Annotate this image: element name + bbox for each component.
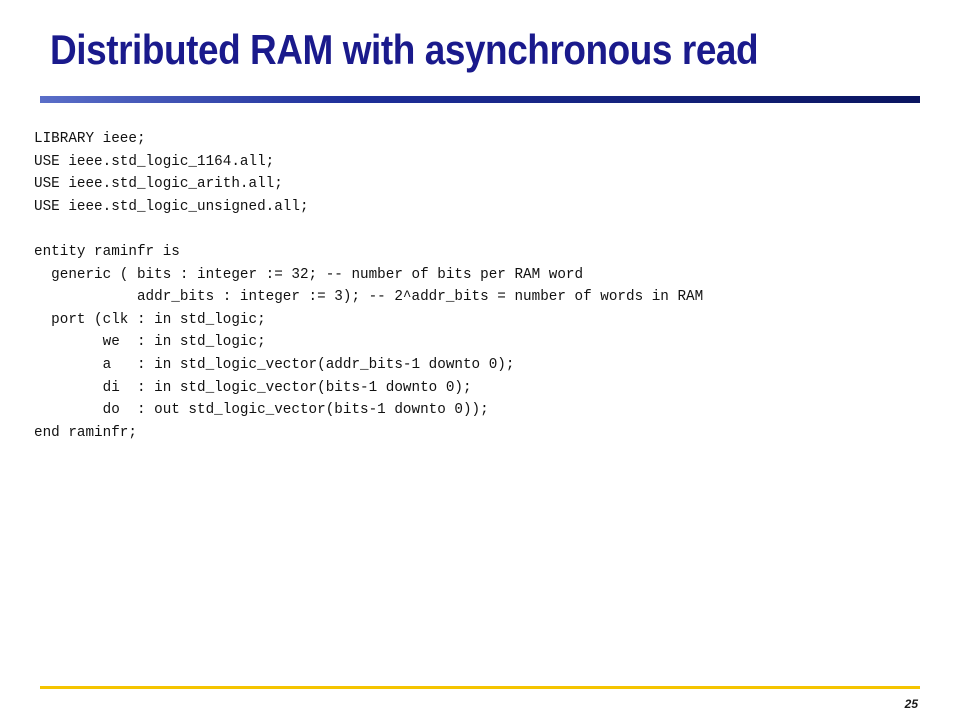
code-line: USE ieee.std_logic_arith.all; bbox=[34, 176, 283, 193]
code-line: di : in std_logic_vector(bits-1 downto 0… bbox=[34, 379, 472, 396]
code-line: we : in std_logic; bbox=[34, 334, 266, 351]
code-line: USE ieee.std_logic_unsigned.all; bbox=[34, 198, 309, 215]
code-line: USE ieee.std_logic_1164.all; bbox=[34, 153, 275, 170]
title-underline-rule bbox=[40, 96, 920, 103]
code-line: end raminfr; bbox=[34, 424, 137, 441]
footer-rule bbox=[40, 686, 920, 689]
code-line bbox=[34, 218, 703, 241]
code-line: do : out std_logic_vector(bits-1 downto … bbox=[34, 402, 489, 419]
code-line: LIBRARY ieee; bbox=[34, 131, 146, 147]
slide-title: Distributed RAM with asynchronous read bbox=[50, 26, 759, 73]
code-line: addr_bits : integer := 3); -- 2^addr_bit… bbox=[34, 289, 704, 306]
code-line: generic ( bits : integer := 32; -- numbe… bbox=[34, 266, 584, 283]
code-line: a : in std_logic_vector(addr_bits-1 down… bbox=[34, 356, 515, 373]
code-line: entity raminfr is bbox=[34, 243, 180, 260]
vhdl-code-block: LIBRARY ieee; USE ieee.std_logic_1164.al… bbox=[34, 128, 703, 444]
page-number: 25 bbox=[904, 697, 918, 711]
code-line: port (clk : in std_logic; bbox=[34, 311, 266, 328]
